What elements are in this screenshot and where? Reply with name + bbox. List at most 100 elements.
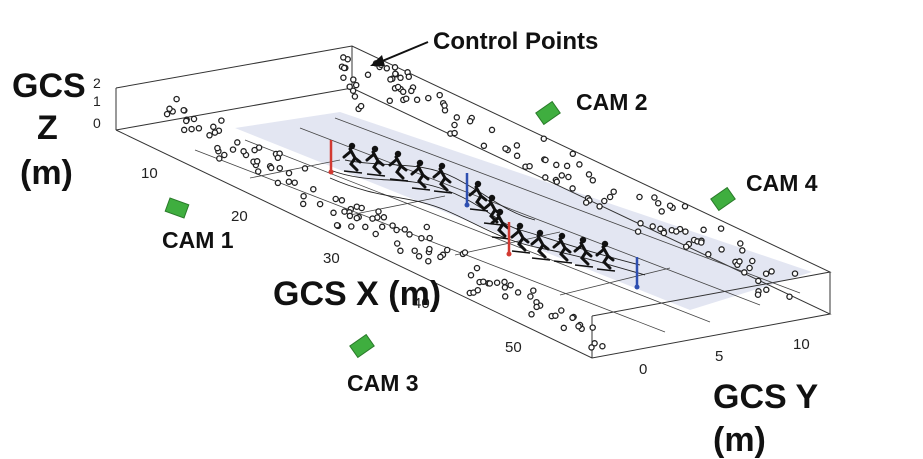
control-point	[393, 226, 400, 234]
control-point	[291, 179, 298, 186]
control-point	[418, 234, 425, 242]
control-point	[190, 115, 198, 123]
control-point	[588, 344, 595, 351]
control-point	[480, 142, 488, 150]
control-point	[299, 200, 307, 208]
camera-icon	[710, 186, 736, 212]
control-point	[330, 209, 337, 217]
control-point	[749, 257, 756, 265]
control-point	[502, 145, 509, 152]
camera-label-4: CAM 4	[746, 170, 818, 196]
control-point	[717, 225, 725, 232]
control-point	[413, 96, 421, 104]
skier-icon	[530, 229, 551, 261]
control-point	[405, 73, 413, 81]
control-points-label: Control Points	[433, 28, 598, 55]
bounding-box	[115, 45, 832, 359]
skier-icon	[552, 232, 573, 264]
skier-icon	[510, 222, 531, 254]
control-point	[658, 208, 665, 215]
control-point	[437, 253, 444, 261]
y-tick-5: 5	[715, 348, 723, 365]
control-point	[473, 264, 481, 272]
control-point	[436, 91, 443, 99]
control-point	[180, 126, 188, 134]
control-point	[681, 203, 689, 210]
control-point	[569, 314, 576, 322]
control-point	[501, 278, 508, 286]
z-axis-label-line-3: (m)	[20, 154, 73, 192]
control-point	[576, 161, 583, 168]
control-point	[501, 293, 509, 300]
control-point	[634, 228, 642, 235]
control-point	[332, 195, 339, 203]
cameras	[164, 100, 736, 359]
control-point	[443, 246, 451, 254]
control-point	[310, 185, 317, 193]
control-point	[348, 223, 355, 230]
control-point	[466, 117, 474, 125]
y-axis-label-line-2: (m)	[713, 421, 766, 459]
control-point	[166, 105, 173, 113]
control-point	[378, 223, 386, 231]
control-point	[636, 193, 643, 201]
control-point	[188, 125, 195, 133]
camera-icon	[349, 333, 375, 359]
control-point	[274, 179, 282, 187]
control-point	[408, 87, 415, 95]
control-point	[453, 114, 461, 121]
control-point	[341, 208, 348, 215]
control-point	[673, 228, 680, 235]
control-point	[582, 199, 590, 206]
control-point	[369, 215, 376, 222]
control-point	[389, 222, 396, 229]
control-point	[589, 324, 596, 331]
control-point	[234, 139, 241, 146]
control-point	[791, 270, 799, 277]
control-point	[526, 162, 533, 170]
control-point	[565, 173, 572, 181]
control-point	[214, 144, 221, 152]
control-point	[338, 197, 346, 204]
control-point	[527, 293, 534, 300]
control-point	[216, 155, 223, 162]
control-point	[700, 226, 707, 234]
skier-icon	[573, 236, 594, 268]
control-point	[654, 199, 662, 207]
control-point	[569, 185, 576, 192]
control-point	[300, 192, 307, 200]
skier-icon	[410, 159, 431, 191]
control-point	[558, 172, 566, 179]
control-point	[451, 121, 458, 129]
control-point	[375, 208, 382, 215]
camera-label-2: CAM 2	[576, 89, 648, 115]
control-point	[682, 243, 690, 250]
marker-red-2-base	[506, 251, 512, 257]
camera-icon	[164, 197, 190, 219]
control-point	[357, 102, 365, 110]
control-point	[425, 257, 432, 265]
control-point	[575, 323, 582, 330]
z-tick-0: 0	[93, 115, 101, 131]
marker-blue-2-base	[634, 284, 640, 290]
control-point	[240, 148, 247, 155]
control-point	[210, 123, 217, 131]
control-point	[173, 95, 180, 103]
control-point	[739, 247, 746, 254]
control-point	[393, 240, 401, 247]
control-point	[736, 258, 743, 265]
control-point	[488, 126, 496, 134]
y-tick-10: 10	[793, 336, 810, 353]
z-tick-2: 2	[93, 75, 101, 91]
control-point	[698, 239, 705, 246]
control-point	[362, 223, 369, 231]
control-point	[251, 146, 258, 154]
control-point	[206, 132, 213, 139]
control-point	[637, 220, 644, 227]
control-point	[651, 194, 658, 201]
control-point	[397, 74, 404, 82]
control-point	[218, 117, 225, 124]
control-point	[589, 177, 597, 184]
control-point	[425, 94, 432, 102]
control-point	[182, 117, 190, 125]
